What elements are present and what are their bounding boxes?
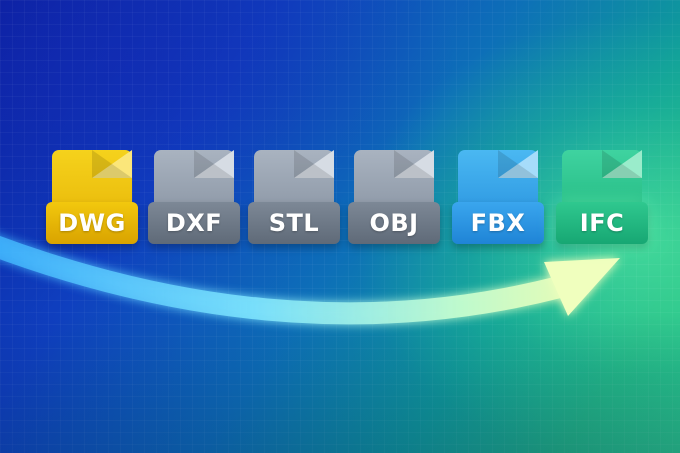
file-fold	[294, 150, 334, 178]
file-ifc-label: IFC	[556, 202, 648, 244]
file-stl: STL	[248, 150, 340, 244]
file-ifc: IFC	[556, 150, 648, 244]
file-fold	[602, 150, 642, 178]
file-dxf: DXF	[148, 150, 240, 244]
file-dwg-label: DWG	[46, 202, 138, 244]
background-shade	[0, 313, 680, 453]
file-obj: OBJ	[348, 150, 440, 244]
file-dwg: DWG	[46, 150, 138, 244]
file-fbx: FBX	[452, 150, 544, 244]
file-obj-label: OBJ	[348, 202, 440, 244]
file-dxf-label: DXF	[148, 202, 240, 244]
file-stl-label: STL	[248, 202, 340, 244]
file-fold	[498, 150, 538, 178]
file-fold	[194, 150, 234, 178]
file-fold	[394, 150, 434, 178]
file-fold	[92, 150, 132, 178]
file-fbx-label: FBX	[452, 202, 544, 244]
